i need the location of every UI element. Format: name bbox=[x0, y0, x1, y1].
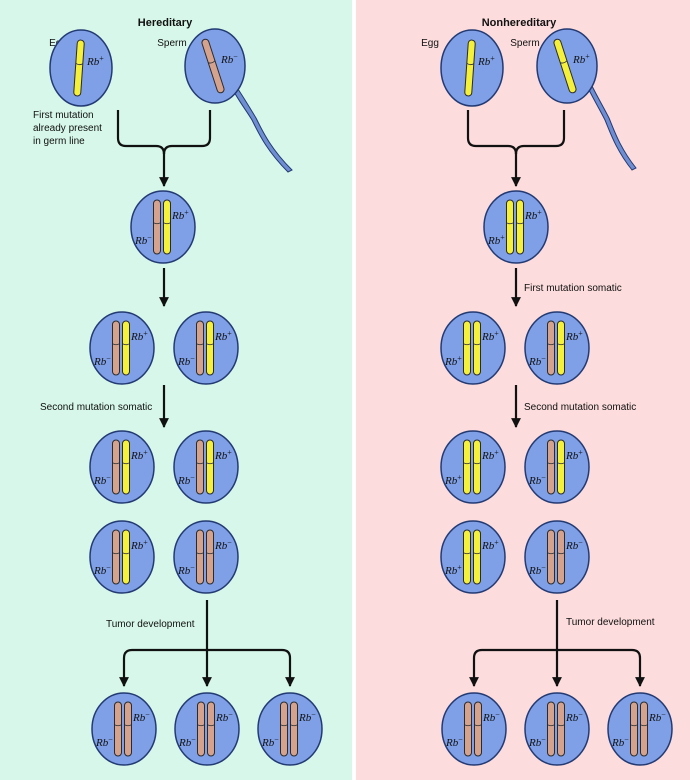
mutant-chromosome bbox=[114, 701, 122, 757]
nonhereditary-cell: Rb+Rb− bbox=[524, 430, 590, 504]
germline-note-line-2: already present bbox=[33, 123, 102, 134]
normal-chromosome bbox=[206, 439, 214, 495]
mutant-chromosome bbox=[557, 701, 565, 757]
nonhereditary-sperm-label: Sperm bbox=[510, 38, 539, 49]
mutant-chromosome bbox=[474, 701, 482, 757]
hereditary-sperm-tail bbox=[231, 85, 293, 173]
nonhereditary-cell: Rb+Rb− bbox=[524, 311, 590, 385]
mutant-chromosome bbox=[630, 701, 638, 757]
normal-chromosome bbox=[463, 320, 471, 376]
normal-chromosome bbox=[553, 38, 577, 94]
nonhereditary-cell: Rb+Rb+ bbox=[440, 520, 506, 594]
hereditary-flow-arrows bbox=[116, 110, 295, 687]
mutant-chromosome bbox=[547, 529, 555, 585]
hereditary-sperm-cell: Rb− bbox=[184, 28, 246, 104]
mutant-chromosome bbox=[464, 701, 472, 757]
nonhereditary-egg-label: Egg bbox=[421, 38, 439, 49]
germline-note-line-1: First mutation bbox=[33, 110, 94, 121]
mutant-chromosome bbox=[547, 439, 555, 495]
nonhereditary-sperm-cell: Rb+ bbox=[536, 28, 598, 104]
normal-chromosome bbox=[473, 320, 481, 376]
normal-chromosome bbox=[206, 320, 214, 376]
mutant-chromosome bbox=[124, 701, 132, 757]
hereditary-tumor-cell: Rb−Rb− bbox=[257, 692, 323, 766]
nonhereditary-sperm-tail bbox=[587, 85, 637, 171]
nonhereditary-zygote-cell: Rb+Rb+ bbox=[483, 190, 549, 264]
normal-chromosome bbox=[463, 439, 471, 495]
mutant-chromosome bbox=[280, 701, 288, 757]
mutant-chromosome bbox=[207, 701, 215, 757]
nonhereditary-cell: Rb+Rb+ bbox=[440, 311, 506, 385]
mutant-chromosome bbox=[112, 439, 120, 495]
mutant-chromosome bbox=[557, 529, 565, 585]
mutant-chromosome bbox=[196, 529, 204, 585]
mutant-chromosome bbox=[196, 439, 204, 495]
mutant-chromosome bbox=[640, 701, 648, 757]
normal-chromosome bbox=[122, 439, 130, 495]
normal-chromosome bbox=[473, 439, 481, 495]
hereditary-tumor-precursor-cell: Rb−Rb− bbox=[173, 520, 239, 594]
hereditary-cell: Rb+Rb− bbox=[89, 430, 155, 504]
hereditary-egg-cell: Rb+ bbox=[49, 29, 113, 107]
normal-chromosome bbox=[463, 529, 471, 585]
hereditary-tumor-cell: Rb−Rb− bbox=[174, 692, 240, 766]
hereditary-second-mutation-label: Second mutation somatic bbox=[40, 402, 152, 413]
hereditary-title: Hereditary bbox=[138, 17, 193, 29]
mutant-chromosome bbox=[290, 701, 298, 757]
germline-note-line-3: in germ line bbox=[33, 136, 85, 147]
mutant-chromosome bbox=[153, 199, 161, 255]
mutant-chromosome bbox=[112, 320, 120, 376]
nonhereditary-first-mutation-label: First mutation somatic bbox=[524, 283, 622, 294]
nonhereditary-tumor-label: Tumor development bbox=[566, 617, 655, 628]
hereditary-sperm-label: Sperm bbox=[157, 38, 186, 49]
hereditary-cell: Rb+Rb− bbox=[89, 311, 155, 385]
normal-chromosome bbox=[557, 320, 565, 376]
hereditary-tumor-label: Tumor development bbox=[106, 619, 195, 630]
hereditary-cell: Rb+Rb− bbox=[173, 430, 239, 504]
hereditary-cell: Rb+Rb− bbox=[173, 311, 239, 385]
mutant-chromosome bbox=[112, 529, 120, 585]
nonhereditary-cell: Rb+Rb+ bbox=[440, 430, 506, 504]
nonhereditary-second-mutation-label: Second mutation somatic bbox=[524, 402, 636, 413]
mutant-chromosome bbox=[201, 38, 225, 94]
nonhereditary-flow-arrows bbox=[466, 110, 645, 687]
normal-chromosome bbox=[73, 39, 85, 97]
nonhereditary-title: Nonhereditary bbox=[482, 17, 557, 29]
nonhereditary-tumor-cell: Rb−Rb− bbox=[607, 692, 673, 766]
mutant-chromosome bbox=[196, 320, 204, 376]
normal-chromosome bbox=[464, 39, 476, 97]
nonhereditary-tumor-cell: Rb−Rb− bbox=[524, 692, 590, 766]
mutant-chromosome bbox=[547, 701, 555, 757]
mutant-chromosome bbox=[206, 529, 214, 585]
nonhereditary-egg-cell: Rb+ bbox=[440, 29, 504, 107]
nonhereditary-tumor-precursor-cell: Rb−Rb− bbox=[524, 520, 590, 594]
mutant-chromosome bbox=[197, 701, 205, 757]
normal-chromosome bbox=[473, 529, 481, 585]
hereditary-cell: Rb+Rb− bbox=[89, 520, 155, 594]
normal-chromosome bbox=[163, 199, 171, 255]
nonhereditary-tumor-cell: Rb−Rb− bbox=[441, 692, 507, 766]
hereditary-tumor-cell: Rb−Rb− bbox=[91, 692, 157, 766]
normal-chromosome bbox=[122, 320, 130, 376]
normal-chromosome bbox=[506, 199, 514, 255]
mutant-chromosome bbox=[547, 320, 555, 376]
hereditary-zygote-cell: Rb+Rb− bbox=[130, 190, 196, 264]
normal-chromosome bbox=[122, 529, 130, 585]
normal-chromosome bbox=[516, 199, 524, 255]
normal-chromosome bbox=[557, 439, 565, 495]
